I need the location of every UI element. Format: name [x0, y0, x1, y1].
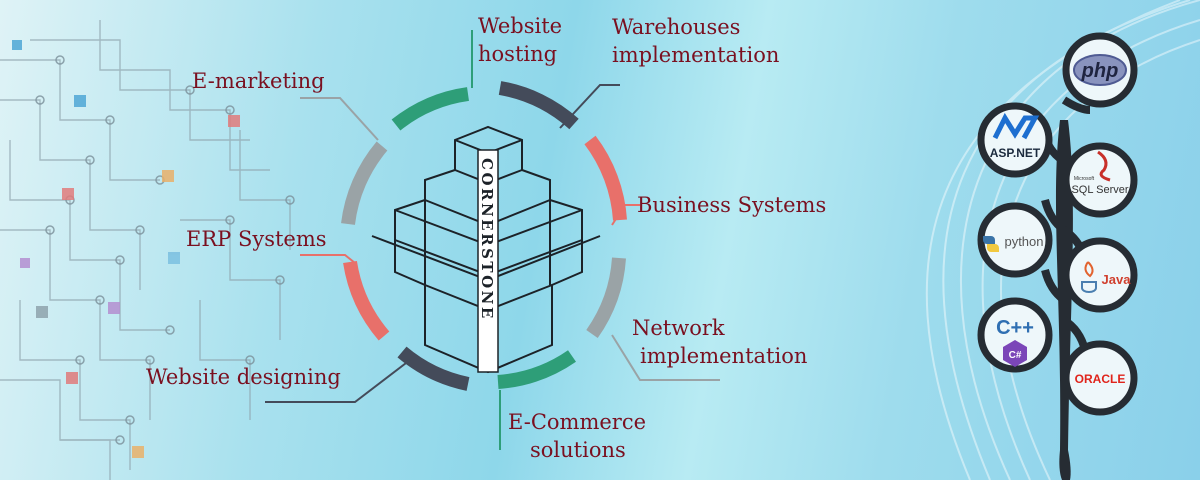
- java-label: Java: [1102, 272, 1132, 287]
- sqlserver-mark: [1097, 150, 1111, 182]
- csharp-circle: [977, 297, 1053, 373]
- circuit-squares: [12, 40, 240, 458]
- sqlserver-circle: [1062, 142, 1138, 218]
- service-network-line2: implementation: [640, 344, 808, 368]
- service-network-implementation[interactable]: Network implementation: [632, 314, 807, 370]
- cpp-label: C++: [996, 317, 1034, 339]
- service-erp-systems[interactable]: ERP Systems: [186, 225, 327, 253]
- service-website-hosting-line1: Website: [478, 14, 563, 38]
- sqlserver-small-label: Microsoft: [1074, 176, 1095, 182]
- oracle-circle: [1062, 340, 1138, 416]
- service-warehouses-line1: Warehouses: [612, 15, 741, 39]
- service-website-hosting[interactable]: Website hosting: [478, 12, 562, 68]
- logo-letter-band: [477, 149, 499, 373]
- arc-erp: [343, 260, 390, 341]
- connector-lines: [265, 30, 720, 450]
- aspnet-label: ASP.NET: [990, 146, 1041, 160]
- arc-emarketing: [341, 141, 388, 225]
- service-e-marketing-line1: E-marketing: [192, 69, 325, 93]
- service-warehouses-implementation[interactable]: Warehouses implementation: [612, 13, 779, 69]
- service-ring: [341, 81, 627, 391]
- arc-website-designing: [397, 346, 470, 391]
- circuit-pattern: [0, 20, 291, 480]
- aspnet-mark: [992, 112, 1040, 140]
- arc-business-systems: [584, 135, 627, 221]
- oracle-label: ORACLE: [1075, 372, 1126, 386]
- php-label: php: [1081, 60, 1119, 82]
- service-website-hosting-line2: hosting: [478, 42, 558, 66]
- arc-ecommerce: [497, 350, 576, 389]
- service-website-designing[interactable]: Website designing: [146, 363, 341, 391]
- java-mark: [1081, 261, 1097, 293]
- arc-warehouses: [498, 81, 579, 130]
- java-circle: [1062, 237, 1138, 313]
- php-logo-badge: [1073, 54, 1127, 86]
- service-business-systems[interactable]: Business Systems: [637, 191, 826, 219]
- csharp-badge: [1003, 340, 1027, 367]
- logo-wordmark: CORNERSTONE: [478, 158, 496, 321]
- arc-website-hosting: [391, 87, 470, 131]
- service-e-commerce-line2: solutions: [530, 438, 626, 462]
- service-erp-systems-line1: ERP Systems: [186, 227, 327, 251]
- circuit-nodes: [35, 55, 295, 445]
- sqlserver-label: SQL Server: [1071, 184, 1128, 196]
- service-e-commerce-solutions[interactable]: E-Commerce solutions: [508, 408, 646, 464]
- service-warehouses-line2: implementation: [612, 43, 780, 67]
- csharp-label: C#: [1009, 350, 1022, 361]
- service-network-line1: Network: [632, 316, 725, 340]
- service-e-marketing[interactable]: E-marketing: [192, 67, 325, 95]
- service-e-commerce-line1: E-Commerce: [508, 410, 647, 434]
- service-business-systems-line1: Business Systems: [637, 193, 827, 217]
- python-circle: [977, 202, 1053, 278]
- service-website-designing-line1: Website designing: [146, 365, 341, 389]
- arc-network: [586, 257, 626, 339]
- python-mark: [983, 236, 999, 252]
- python-label: python: [1004, 234, 1043, 249]
